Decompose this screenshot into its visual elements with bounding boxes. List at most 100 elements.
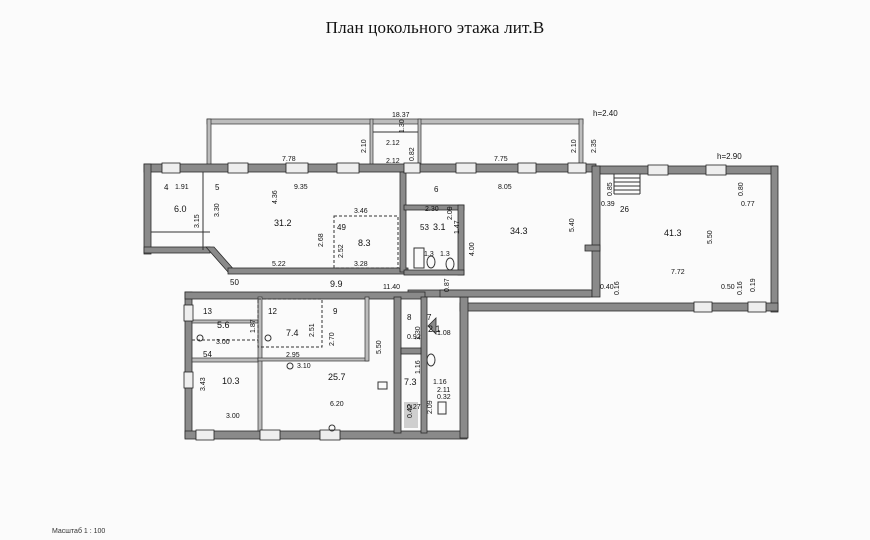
dimension-label: 2.12 [386, 158, 400, 165]
dimension-label: 1.47 [454, 220, 461, 234]
dimension-label: 6.20 [330, 401, 344, 408]
room-number: 12 [268, 307, 277, 316]
dimension-label: 2.52 [338, 244, 345, 258]
room-number: 54 [203, 350, 212, 359]
dimension-label: 2.11 [437, 387, 450, 394]
dimension-label: 2.09 [427, 400, 434, 414]
dimension-label: 3.00 [216, 339, 230, 346]
room-area: 31.2 [274, 218, 292, 228]
height-label: h=2.40 [593, 109, 618, 118]
dimension-label: 5.50 [707, 230, 714, 244]
dimension-label: 2.10 [361, 139, 368, 153]
room-number: 50 [230, 278, 239, 287]
upper-annex [206, 118, 584, 168]
dimension-label: 0.27 [407, 404, 421, 411]
room-area: 9.9 [330, 279, 343, 289]
sanitary-fixtures [196, 247, 455, 432]
room-area: 6.0 [174, 204, 187, 214]
dimension-label: 0.16 [614, 281, 621, 295]
room-number: 5 [215, 183, 220, 192]
dimension-label: 1.16 [415, 360, 422, 374]
height-label: h=2.90 [717, 152, 742, 161]
plan-title: План цокольного этажа лит.В [325, 18, 545, 37]
dimension-label: 0.82 [409, 147, 416, 161]
dimension-label: 5.22 [272, 261, 286, 268]
dimension-label: 3.43 [200, 377, 207, 391]
dimension-label: 0.42 [407, 404, 414, 418]
room-number: 9 [333, 307, 338, 316]
dimension-labels: 18.37 1.30 2.12 2.10 2.12 0.82 2.10 2.35… [175, 112, 757, 420]
dimension-label: 5.40 [569, 218, 576, 232]
room-number: 13 [203, 307, 212, 316]
dimension-label: 0.80 [738, 182, 745, 196]
dimension-label: 0.77 [741, 201, 755, 208]
room-area: 34.3 [510, 226, 528, 236]
dimension-label: 3.46 [354, 208, 368, 215]
dimension-label: 2.51 [309, 323, 316, 337]
dimension-label: 2.68 [318, 233, 325, 247]
dimension-label: 0.32 [437, 394, 451, 401]
dimension-label: 1.91 [175, 184, 189, 191]
room-area: 41.3 [664, 228, 682, 238]
room-number: 53 [420, 223, 429, 232]
dimension-label: 1.08 [437, 330, 451, 337]
dimension-label: 0.39 [601, 201, 615, 208]
dimension-label: 2.95 [286, 352, 300, 359]
dimension-label: 2.70 [329, 332, 336, 346]
dimension-label: 0.50 [721, 284, 735, 291]
dimension-label: 18.37 [392, 112, 410, 119]
room-number: 49 [337, 223, 346, 232]
room-number: 26 [620, 205, 629, 214]
dimension-label: 0.19 [750, 278, 757, 292]
room-area: 5.6 [217, 320, 230, 330]
room-areas: 6.0 31.2 8.3 3.1 34.3 41.3 9.9 5.6 7.4 2… [174, 204, 682, 387]
dimension-label: 7.75 [494, 156, 508, 163]
dimension-label: 0.87 [444, 278, 451, 292]
dimension-label: 2.30 [425, 206, 439, 213]
room-number: 6 [434, 185, 439, 194]
dimension-label: 5.50 [376, 340, 383, 354]
dimension-label: 1.30 [399, 119, 406, 133]
scale-label: Масштаб 1 : 100 [52, 528, 106, 535]
dimension-label: 11.40 [383, 284, 400, 291]
room-area: 3.1 [433, 222, 446, 232]
room-area: 8.3 [358, 238, 371, 248]
dimension-label: 0.92 [407, 334, 421, 341]
dimension-label: 9.35 [294, 184, 308, 191]
dimension-label: 7.72 [671, 269, 685, 276]
outer-walls [143, 163, 779, 440]
room-area: 2.1 [428, 324, 441, 334]
dimension-label: 7.78 [282, 156, 296, 163]
dimension-label: 0.85 [607, 182, 614, 196]
room-area: 7.4 [286, 328, 299, 338]
windows [161, 162, 767, 441]
dimension-label: 2.09 [447, 206, 454, 220]
room-area: 25.7 [328, 372, 346, 382]
stairs [613, 174, 641, 195]
dimension-label: 4.36 [272, 190, 279, 204]
room-area: 10.3 [222, 376, 240, 386]
room-number: 8 [407, 313, 412, 322]
dimension-label: 1.87 [250, 319, 257, 333]
room-number: 4 [164, 183, 169, 192]
dimension-label: 2.10 [571, 139, 578, 153]
dimension-label: 3.10 [297, 363, 311, 370]
dimension-label: 3.00 [226, 413, 240, 420]
dimension-label: 3.15 [194, 214, 201, 228]
dimension-label: 4.00 [469, 242, 476, 256]
dimension-label: 1.30 [415, 326, 422, 340]
dimension-label: 8.05 [498, 184, 512, 191]
dimension-label: 3.28 [354, 261, 368, 268]
room-numbers: 4 5 49 53 6 26 50 13 12 9 54 8 7 [164, 183, 629, 359]
dimension-label: 0.16 [737, 281, 744, 295]
room-number: 7 [427, 313, 432, 322]
dimension-label: 0.40 [600, 284, 614, 291]
room-area: 1.3 [440, 251, 450, 258]
dimension-label: 3.30 [214, 203, 221, 217]
dimension-label: 2.12 [386, 140, 400, 147]
dimension-label: 2.35 [591, 139, 598, 153]
room-area: 7.3 [404, 377, 417, 387]
dimension-label: 1.16 [433, 379, 447, 386]
